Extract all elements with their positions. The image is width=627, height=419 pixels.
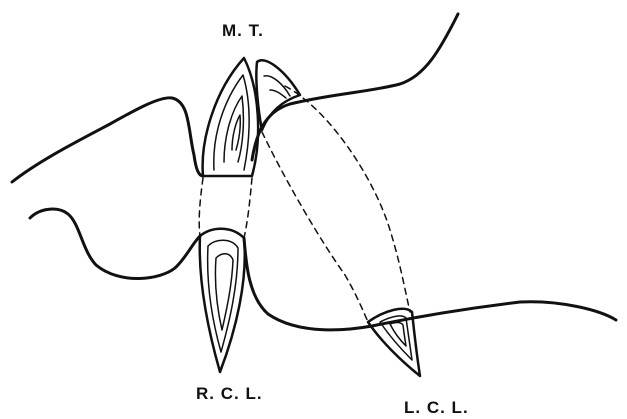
dashed-band-lower <box>262 132 368 322</box>
dashed-connector-left <box>199 178 203 236</box>
lcl-tendon-inner-2 <box>390 323 406 346</box>
lower-outline-right <box>244 238 616 330</box>
label-rcl: R. C. L. <box>196 385 263 402</box>
dashed-connector-right <box>244 178 252 238</box>
upper-outline-left <box>12 98 203 182</box>
rcl-tendon-inner-2 <box>215 254 233 330</box>
lower-outline-left <box>30 209 200 278</box>
mt-left-tendon-inner-3 <box>232 115 240 150</box>
label-lcl: L. C. L. <box>404 399 469 416</box>
mt-right-fibre <box>256 60 300 130</box>
label-mt: M. T. <box>222 22 264 39</box>
mt-right-fibre-inner-2 <box>270 90 286 98</box>
lcl-tendon <box>368 309 420 376</box>
